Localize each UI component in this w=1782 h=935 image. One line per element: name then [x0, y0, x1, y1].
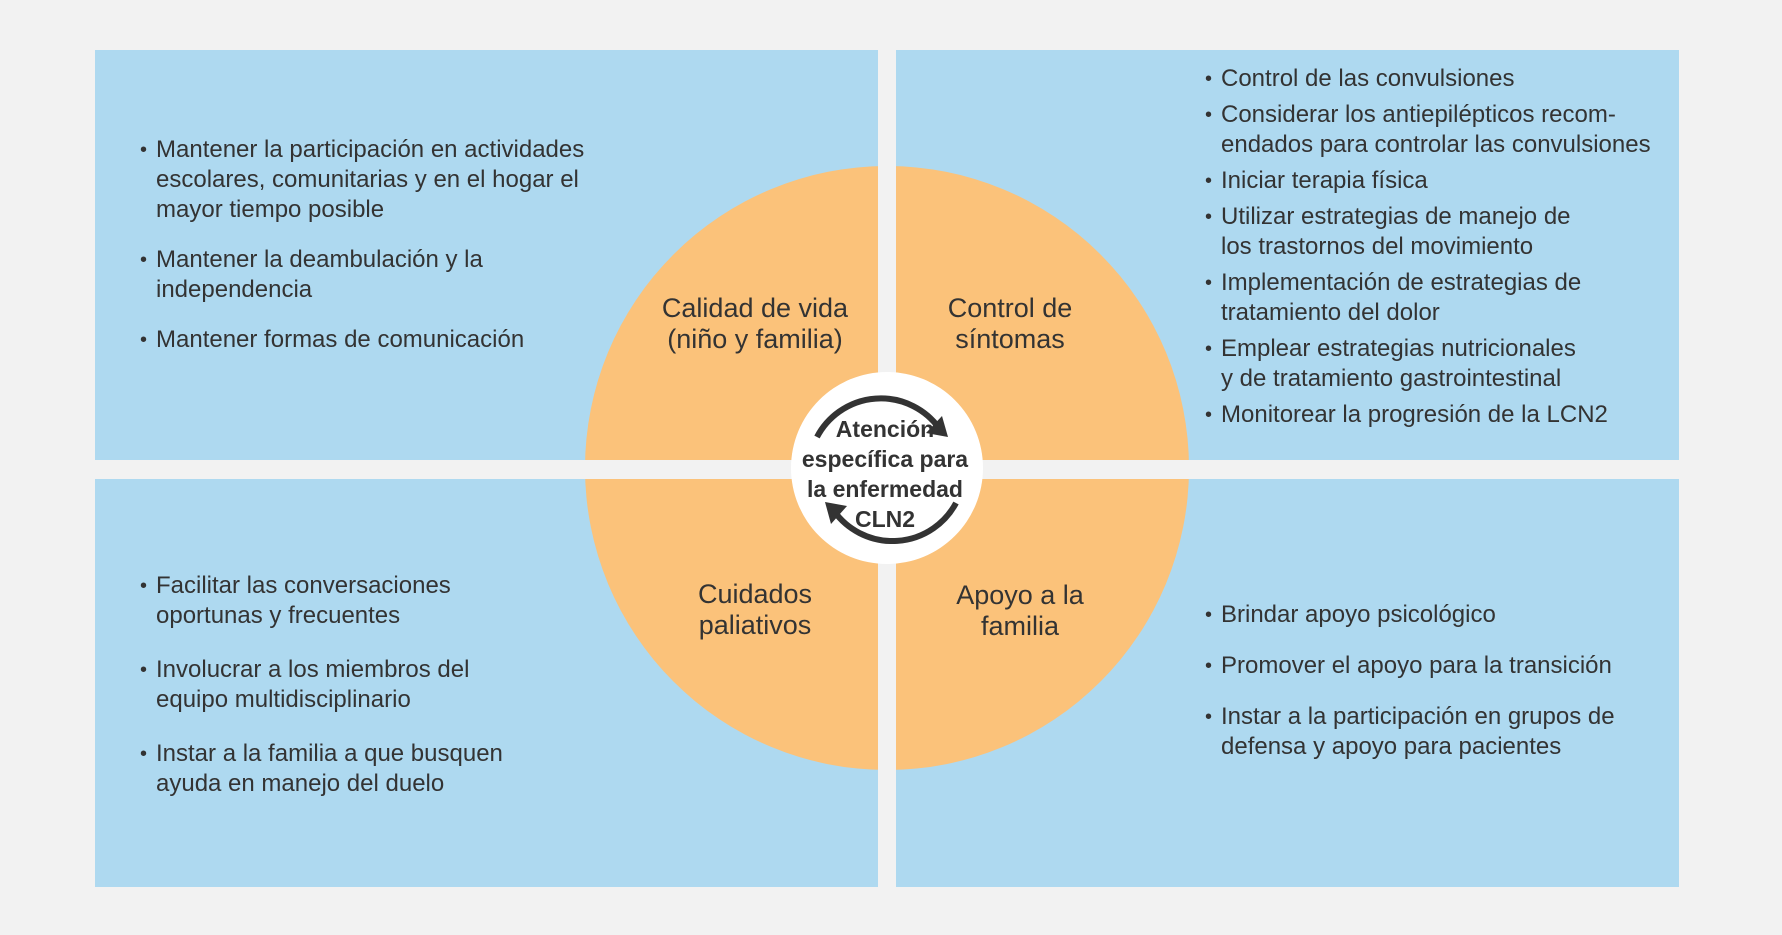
list-item-line: y de tratamiento gastrointestinal — [1221, 365, 1562, 392]
list-item-line: endados para controlar las convulsiones — [1221, 131, 1651, 158]
palliative-care-list: • Facilitar las conversaciones oportunas… — [140, 571, 560, 823]
list-item-line: Mantener formas de comunicación — [156, 326, 525, 353]
list-item-line: Iniciar terapia física — [1221, 167, 1428, 194]
bullet-icon: • — [140, 249, 148, 271]
list-item-line: mayor tiempo posible — [156, 196, 385, 223]
list-item-line: Considerar los antiepilépticos recom- — [1221, 101, 1616, 128]
list-item-line: equipo multidisciplinario — [156, 686, 411, 713]
top-arrowhead — [926, 416, 948, 437]
list-item-line: Implementación de estrategias de — [1221, 269, 1582, 296]
segment-label-palliative-care: Cuidados paliativos — [630, 579, 880, 641]
list-item-line: Monitorear la progresión de la LCN2 — [1221, 401, 1608, 428]
center-title-line: Atención — [835, 416, 935, 442]
bullet-icon: • — [1205, 404, 1213, 426]
list-item: • Emplear estrategias nutricionales y de… — [1205, 334, 1675, 394]
list-item: • Mantener la deambulación y la independ… — [140, 245, 620, 305]
list-item-line: Instar a la participación en grupos de — [1221, 703, 1615, 730]
segment-label-line: Control de — [947, 293, 1073, 323]
list-item-line: Facilitar las conversaciones — [156, 572, 451, 599]
center-title-line: específica para — [801, 446, 969, 472]
list-item-line: defensa y apoyo para pacientes — [1221, 733, 1562, 760]
segment-label-line: Calidad de vida — [661, 293, 849, 323]
segment-label-line: familia — [980, 611, 1060, 641]
bottom-arc-arrow — [831, 501, 959, 545]
center-title: Atención específica para la enfermedad C… — [780, 414, 990, 534]
list-item-line: escolares, comunitarias y en el hogar el — [156, 166, 579, 193]
family-support-list: • Brindar apoyo psicológico • Promover e… — [1205, 600, 1675, 783]
bullet-icon: • — [1205, 206, 1213, 228]
list-item-line: los trastornos del movimiento — [1221, 233, 1534, 260]
bullet-icon: • — [140, 139, 148, 161]
list-item: • Considerar los antiepilépticos recom- … — [1205, 100, 1675, 160]
bullet-icon: • — [1205, 68, 1213, 90]
bullet-icon: • — [1205, 706, 1213, 728]
quality-of-life-list: • Mantener la participación en actividad… — [140, 135, 620, 375]
list-item: • Instar a la familia a que busquen ayud… — [140, 739, 560, 799]
top-arc-arrow — [814, 395, 942, 439]
bullet-icon: • — [140, 659, 148, 681]
segment-label-line: (niño y familia) — [667, 324, 843, 354]
cycle-arrows-icon — [814, 395, 959, 545]
list-item: • Mantener la participación en actividad… — [140, 135, 620, 225]
list-item: • Implementación de estrategias de trata… — [1205, 268, 1675, 328]
segment-label-quality-of-life: Calidad de vida (niño y familia) — [630, 293, 880, 355]
segment-label-line: Apoyo a la — [956, 580, 1084, 610]
list-item: • Control de las convulsiones — [1205, 64, 1675, 94]
list-item: • Monitorear la progresión de la LCN2 — [1205, 400, 1675, 430]
bullet-icon: • — [1205, 338, 1213, 360]
bullet-icon: • — [1205, 170, 1213, 192]
list-item: • Involucrar a los miembros del equipo m… — [140, 655, 560, 715]
bullet-icon: • — [140, 743, 148, 765]
list-item-line: oportunas y frecuentes — [156, 602, 401, 629]
list-item: • Iniciar terapia física — [1205, 166, 1675, 196]
list-item-line: Mantener la participación en actividades — [156, 136, 585, 163]
list-item-line: Instar a la familia a que busquen — [156, 740, 503, 767]
list-item-line: Mantener la deambulación y la — [156, 246, 483, 273]
list-item: • Brindar apoyo psicológico — [1205, 600, 1675, 630]
bullet-icon: • — [1205, 272, 1213, 294]
list-item-line: Utilizar estrategias de manejo de — [1221, 203, 1571, 230]
segment-label-symptom-control: Control de síntomas — [900, 293, 1120, 355]
list-item-line: ayuda en manejo del duelo — [156, 770, 445, 797]
list-item: • Instar a la participación en grupos de… — [1205, 702, 1675, 762]
list-item-line: Emplear estrategias nutricionales — [1221, 335, 1576, 362]
segment-label-family-support: Apoyo a la familia — [900, 580, 1140, 642]
center-title-line: CLN2 — [854, 506, 916, 532]
list-item-line: Control de las convulsiones — [1221, 65, 1515, 92]
list-item-line: Promover el apoyo para la transición — [1221, 652, 1612, 679]
symptom-control-list: • Control de las convulsiones • Consider… — [1205, 64, 1675, 436]
bottom-arrowhead — [825, 502, 847, 524]
segment-label-line: síntomas — [955, 324, 1065, 354]
bullet-icon: • — [1205, 655, 1213, 677]
bullet-icon: • — [1205, 604, 1213, 626]
segment-label-line: paliativos — [698, 610, 812, 640]
list-item-line: independencia — [156, 276, 313, 303]
center-title-line: la enfermedad — [807, 476, 963, 502]
list-item-line: tratamiento del dolor — [1221, 299, 1440, 326]
list-item-line: Brindar apoyo psicológico — [1221, 601, 1496, 628]
bullet-icon: • — [140, 575, 148, 597]
list-item: • Mantener formas de comunicación — [140, 325, 620, 355]
segment-label-line: Cuidados — [697, 579, 813, 609]
list-item: • Promover el apoyo para la transición — [1205, 651, 1675, 681]
bullet-icon: • — [140, 329, 148, 351]
list-item-line: Involucrar a los miembros del — [156, 656, 470, 683]
list-item: • Facilitar las conversaciones oportunas… — [140, 571, 560, 631]
list-item: • Utilizar estrategias de manejo de los … — [1205, 202, 1675, 262]
bullet-icon: • — [1205, 104, 1213, 126]
